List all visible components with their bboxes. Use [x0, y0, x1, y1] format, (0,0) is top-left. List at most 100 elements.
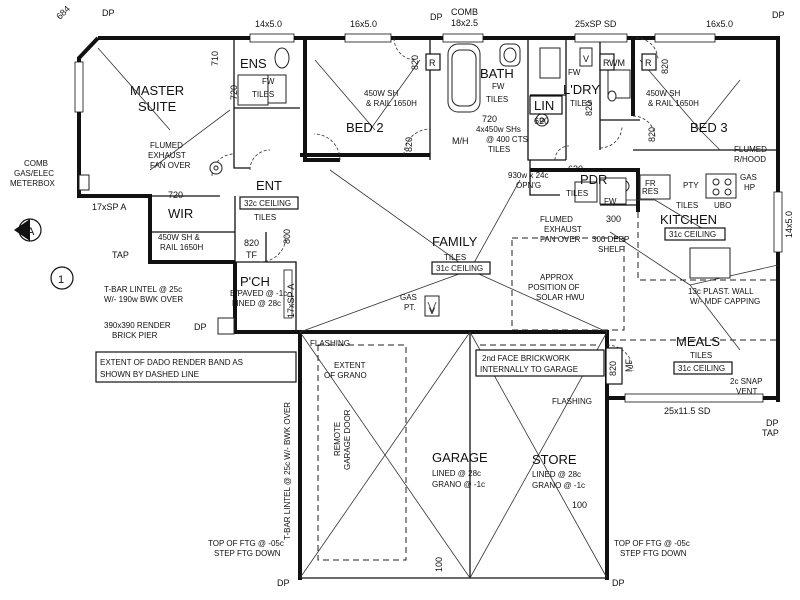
dashed-lines — [317, 212, 778, 561]
note-pch-line2: LINED @ 28c — [232, 299, 281, 308]
dim-18x25: 18x2.5 — [451, 18, 478, 28]
note-exh2-line1: FLUMED — [540, 215, 573, 224]
room-ens-label: ENS — [240, 56, 267, 71]
note-exh2-line3: FAN OVER — [540, 235, 581, 244]
note-grano-line2: OF GRANO — [324, 371, 367, 380]
dim-r-3: R — [603, 58, 610, 68]
dim-100-a: 100 — [434, 557, 444, 572]
note-sh1-line2: & RAIL 1650H — [366, 99, 417, 108]
note-sh3-line2: RAIL 1650H — [160, 243, 204, 252]
dim-r-2: R — [645, 58, 652, 68]
note-vent-line2: VENT — [736, 387, 757, 396]
dim-720-c: 720 — [168, 190, 183, 200]
note-garage-line1: LINED @ 28c — [432, 469, 481, 478]
label-pt: PT. — [404, 303, 416, 312]
note-plast-line1: 13c PLAST. WALL — [688, 287, 754, 296]
note-pier-line1: 390x390 RENDER — [104, 321, 171, 330]
note-pch-line1: B/PAVED @ -1c — [230, 289, 287, 298]
note-fw-pdr: FW — [604, 197, 617, 206]
dim-16x50-b: 16x5.0 — [706, 19, 733, 29]
note-shelf-line2: SHELF — [598, 245, 624, 254]
note-comb-line3: METERBOX — [10, 179, 56, 188]
room-family-label: FAMILY — [432, 234, 478, 249]
note-fw-2: FW — [492, 82, 505, 91]
note-sh2-line1: 450W SH — [646, 89, 680, 98]
note-tbar1-line2: W/- 190w BWK OVER — [104, 295, 183, 304]
boxed-labels — [95, 95, 733, 385]
room-bed3-label: BED 3 — [690, 120, 728, 135]
note-remote-line2: GARAGE DOOR — [343, 409, 352, 470]
room-bed2-label: BED 2 — [346, 120, 384, 135]
dim-300-a: 300 — [606, 214, 621, 224]
note-exh2-line2: EXHAUST — [544, 225, 582, 234]
note-sh2-line2: & RAIL 1650H — [648, 99, 699, 108]
room-pch-label: P'CH — [240, 274, 270, 289]
room-ent-label: ENT — [256, 178, 282, 193]
dim-25x115sd: 25x11.5 SD — [664, 406, 711, 416]
ceiling-ent: 32c CEILING — [244, 199, 291, 208]
dim-820-b: 820 — [660, 59, 670, 74]
label-gas: GAS — [400, 293, 417, 302]
fixtures — [78, 43, 737, 335]
note-sh1-line1: 450W SH — [364, 89, 398, 98]
dim-comb: COMB — [451, 7, 478, 17]
note-solar-line1: APPROX — [540, 273, 574, 282]
dim-r-1: R — [429, 58, 436, 68]
dim-684: 684 — [54, 4, 72, 22]
note-solar-line3: SOLAR HWU — [536, 293, 585, 302]
room-ldry-label: L'DRY — [563, 82, 600, 97]
note-shr-line2: @ 400 CTS — [486, 135, 528, 144]
ceiling-kitchen: 31c CEILING — [669, 230, 716, 239]
dim-16x50: 16x5.0 — [350, 19, 377, 29]
note-flashing-2: FLASHING — [552, 397, 592, 406]
dim-14x50-a: 14x5.0 — [255, 19, 282, 29]
room-store-label: STORE — [532, 452, 577, 467]
dim-25xspsd: 25xSP SD — [575, 19, 617, 29]
note-meals-tiles: TILES — [690, 351, 712, 360]
dim-17xspa-2: 17xSP A — [286, 284, 296, 318]
note-shr-line3: TILES — [488, 145, 510, 154]
note-fw-3: FW — [568, 68, 581, 77]
note-plast-line2: W/- MDF CAPPING — [690, 297, 760, 306]
grid-markers: A 1 — [14, 218, 74, 290]
label-hp: HP — [744, 183, 755, 192]
dim-820-d: 820 — [404, 137, 414, 152]
dim-dp-7: DP — [612, 578, 625, 588]
ceiling-family: 31c CEILING — [436, 264, 483, 273]
dim-dp-4: DP — [194, 322, 207, 332]
label-gas-hp: GAS — [740, 173, 757, 182]
note-exh1-line2: EXHAUST — [148, 151, 186, 160]
windows — [74, 33, 783, 403]
dim-820-f: 820 — [244, 238, 259, 248]
label-v: V — [429, 306, 435, 316]
note-shr-line1: 4x450w SHs — [476, 125, 521, 134]
note-fw-1: FW — [262, 77, 275, 86]
dim-dp-5: DP — [766, 418, 779, 428]
dim-tap-1: TAP — [112, 250, 129, 260]
room-garage-label: GARAGE — [432, 450, 488, 465]
dim-dp-1: DP — [102, 8, 115, 18]
note-store-line1: LINED @ 28c — [532, 470, 581, 479]
note-comb-line2: GAS/ELEC — [14, 169, 54, 178]
note-rhood-line1: FLUMED — [734, 145, 767, 154]
room-meals-label: MEALS — [676, 334, 720, 349]
grid-a-label: A — [27, 226, 35, 238]
dim-820-e: 820 — [647, 127, 657, 142]
note-opng-line2: OPN'G — [516, 181, 541, 190]
dim-620-a: 620 — [534, 116, 549, 126]
dim-17xspa: 17xSP A — [92, 202, 126, 212]
dim-720-b: 720 — [482, 114, 497, 124]
label-mf: MF — [624, 359, 634, 372]
dim-14x50-c: 14x5.0 — [784, 211, 794, 238]
dim-tf: TF — [246, 250, 257, 260]
note-dado-line1: EXTENT OF DADO RENDER BAND AS — [100, 358, 243, 367]
note-pier-line2: BRICK PIER — [112, 331, 158, 340]
note-opng-line1: 930w x 24c — [508, 171, 548, 180]
note-tiles-kitchen: TILES — [676, 201, 698, 210]
dim-tap-2: TAP — [762, 428, 779, 438]
internal-walls — [150, 38, 778, 578]
dim-720-a: 720 — [229, 85, 239, 100]
note-brick2-line2: INTERNALLY TO GARAGE — [480, 365, 578, 374]
note-solar-line2: POSITION OF — [528, 283, 580, 292]
dim-dp-3: DP — [772, 10, 785, 20]
